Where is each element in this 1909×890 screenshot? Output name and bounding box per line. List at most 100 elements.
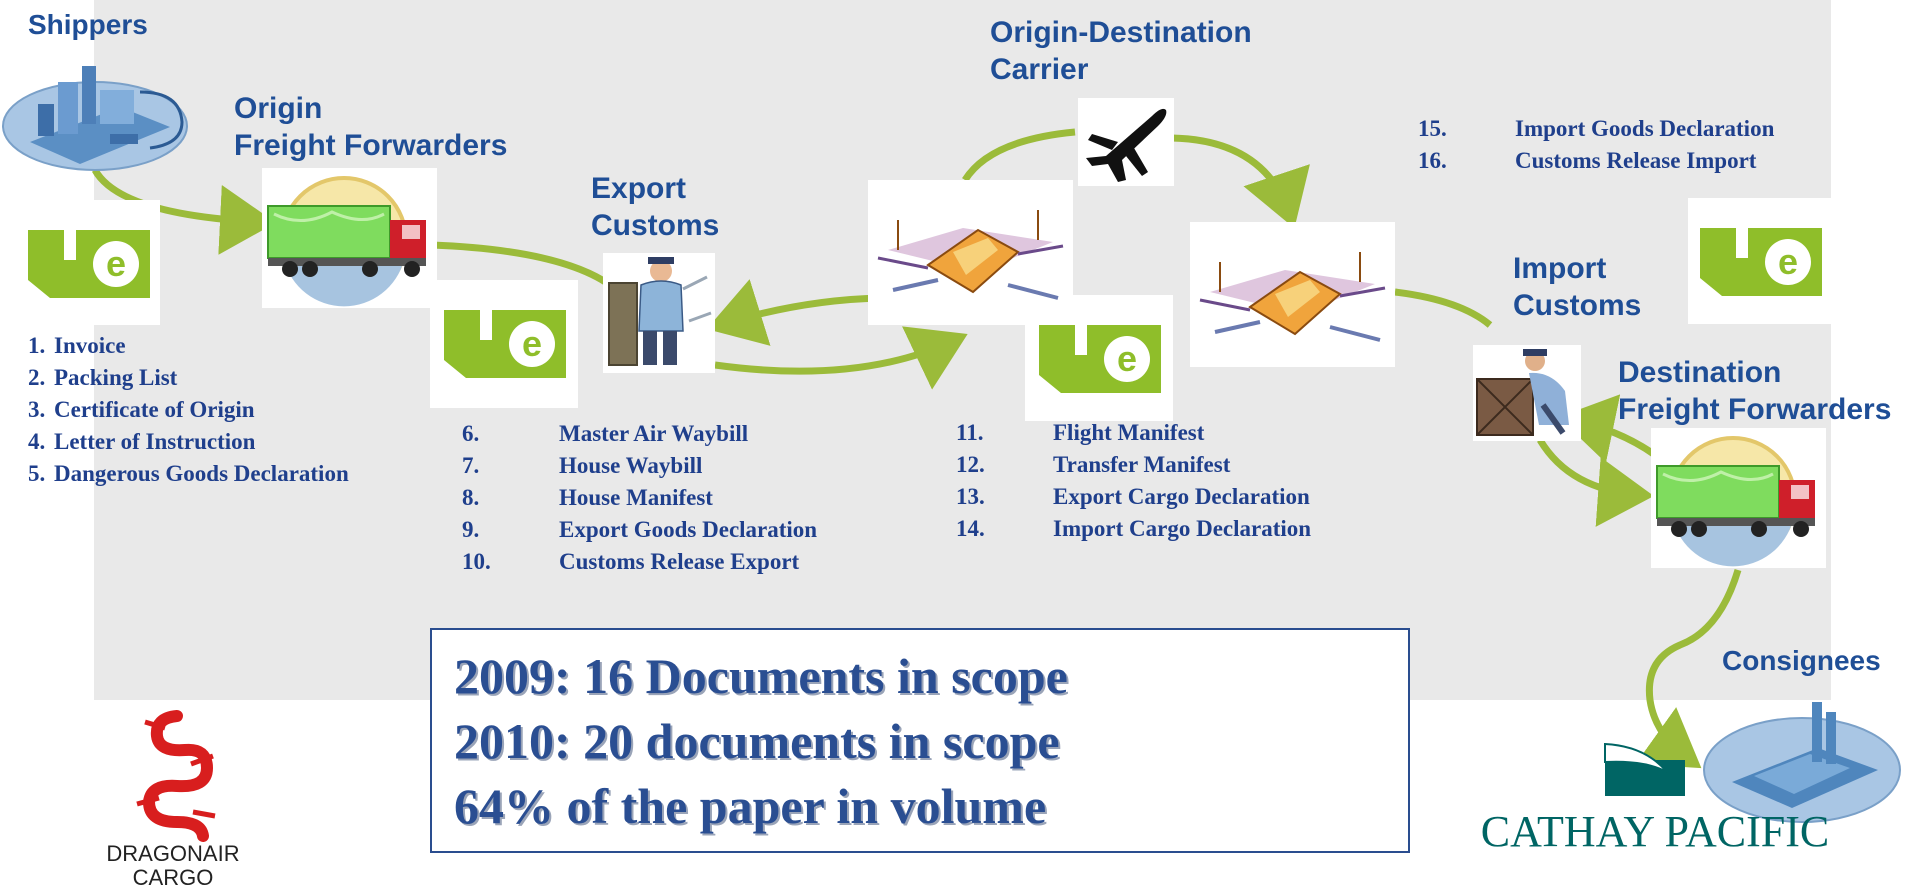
summary-line-1: 2009: 16 Documents in scope <box>454 648 1068 704</box>
origin-ff-line2: Freight Forwarders <box>234 129 508 162</box>
doc-list-item: 2. Packing List <box>28 362 349 394</box>
arrow-forwarder-to-import <box>1558 394 1658 463</box>
e-logo-icon: e <box>1039 325 1161 393</box>
doc-list-item: 15. Import Goods Declaration <box>1418 113 1774 145</box>
doc-name: Invoice <box>54 333 126 358</box>
e-logo-icon: e <box>1700 228 1822 296</box>
doc-number: 10. <box>462 549 491 574</box>
cathay-brushwing-logo <box>1604 742 1685 796</box>
arrow-customs-to-carrier <box>714 326 968 390</box>
truck-icon <box>1656 436 1815 567</box>
cathay-line1: CATHAY PACIFIC <box>1480 807 1830 856</box>
doc-list-item: 1. Invoice <box>28 330 349 362</box>
doc-number: 14. <box>956 516 985 541</box>
doc-list-item: 16.Customs Release Import <box>1418 145 1774 177</box>
doc-number: 13. <box>956 484 985 509</box>
e-letter: e <box>1117 338 1137 379</box>
doc-name: Export Cargo Declaration <box>1053 484 1310 509</box>
e-logo-card-shipper: e <box>18 200 160 325</box>
doc-number: 11. <box>956 420 984 445</box>
arrow-forwarder-to-customs <box>431 241 613 288</box>
export-customs-line2: Customs <box>591 209 720 242</box>
airplane-icon <box>1086 108 1167 182</box>
doc-name: Import Goods Declaration <box>1515 116 1775 141</box>
doc-number: 2. <box>28 365 46 390</box>
plane-card <box>1078 98 1174 186</box>
e-logo-icon: e <box>28 230 150 298</box>
export-customs-card <box>603 253 715 373</box>
factory-icon <box>1703 702 1901 823</box>
origin-ff-label: Origin Freight Forwarders <box>234 90 507 164</box>
e-logo-card-carrier: e <box>1025 295 1173 421</box>
doc-list-item: 10.Customs Release Export <box>462 546 817 578</box>
doc-name: Letter of Instruction <box>54 429 256 454</box>
arrow-forwarder-to-consignee <box>1635 568 1742 769</box>
doc-number: 6. <box>462 421 480 446</box>
doc-number: 8. <box>462 485 480 510</box>
shipper-doc-list: 1. Invoice 2. Packing List 3.Certificate of … <box>28 330 349 490</box>
doc-name: Flight Manifest <box>1053 420 1205 445</box>
doc-number: 1. <box>28 333 46 358</box>
airport-icon <box>1199 252 1386 342</box>
doc-number: 3. <box>28 397 46 422</box>
dragonair-logo-text: DRAGONAIR CARGO <box>88 842 258 890</box>
summary-box: 2009: 16 Documents in scope 2010: 20 doc… <box>430 628 1410 853</box>
doc-list-item: 11. Flight Manifest <box>956 417 1311 449</box>
doc-number: 15. <box>1418 116 1447 141</box>
e-letter: e <box>522 323 542 364</box>
forwarder-doc-list: 6. Master Air Waybill 7. House Waybill 8.Hou… <box>462 418 817 578</box>
doc-number: 16. <box>1418 148 1447 173</box>
arrow-import-to-forwarder <box>1536 438 1654 527</box>
doc-list-item: 13. Export Cargo Declaration <box>956 481 1311 513</box>
origin-ff-line1: Origin <box>234 92 323 125</box>
origin-forwarder-card <box>262 168 437 308</box>
summary-line-3: 64% of the paper in volume <box>454 778 1047 834</box>
destination-airport-card <box>1190 222 1395 367</box>
doc-number: 7. <box>462 453 480 478</box>
import-customs-line2: Customs <box>1513 289 1642 322</box>
doc-number: 5. <box>28 461 46 486</box>
arrow-plane-to-airport <box>1171 134 1310 229</box>
arrow-carrier-to-plane <box>962 128 1076 182</box>
doc-list-item: 4. Letter of Instruction <box>28 426 349 458</box>
doc-name: Packing List <box>54 365 178 390</box>
doc-name: Master Air Waybill <box>559 421 749 446</box>
e-letter: e <box>1778 241 1798 282</box>
carrier-line1: Origin-Destination <box>990 16 1252 49</box>
consignees-label: Consignees <box>1722 645 1881 676</box>
e-logo-icon: e <box>444 310 566 378</box>
dragonair-line1: DRAGONAIR <box>106 841 240 866</box>
carrier-label: Origin-Destination Carrier <box>990 14 1252 88</box>
doc-list-item: 7. House Waybill <box>462 450 817 482</box>
arrow-airport-to-import <box>1394 288 1493 328</box>
doc-list-item: 8.House Manifest <box>462 482 817 514</box>
carrier-line2: Carrier <box>990 53 1089 86</box>
export-customs-label: Export Customs <box>591 170 719 244</box>
factory-icon <box>2 66 188 171</box>
arrow-carrier-to-customs <box>706 279 881 346</box>
origin-airport-card <box>868 180 1073 325</box>
destination-forwarder-card <box>1651 428 1826 568</box>
doc-number: 4. <box>28 429 46 454</box>
airport-icon <box>877 210 1064 300</box>
export-customs-line1: Export <box>591 172 687 205</box>
doc-name: Dangerous Goods Declaration <box>54 461 349 486</box>
doc-list-item: 3.Certificate of Origin <box>28 394 349 426</box>
import-customs-card <box>1473 345 1581 441</box>
doc-name: Export Goods Declaration <box>559 517 818 542</box>
doc-list-item: 6. Master Air Waybill <box>462 418 817 450</box>
e-letter: e <box>106 243 126 284</box>
doc-name: House Waybill <box>559 453 703 478</box>
doc-list-item: 5. Dangerous Goods Declaration <box>28 458 349 490</box>
doc-number: 12. <box>956 452 985 477</box>
e-logo-card-forwarder: e <box>430 280 578 408</box>
doc-list-item: 9.Export Goods Declaration <box>462 514 817 546</box>
doc-name: Transfer Manifest <box>1053 452 1231 477</box>
doc-name: Import Cargo Declaration <box>1053 516 1312 541</box>
e-logo-card-import: e <box>1688 198 1832 324</box>
dest-ff-line1: Destination <box>1618 356 1782 389</box>
dest-ff-line2: Freight Forwarders <box>1618 393 1892 426</box>
customs-officer-icon <box>608 257 712 366</box>
